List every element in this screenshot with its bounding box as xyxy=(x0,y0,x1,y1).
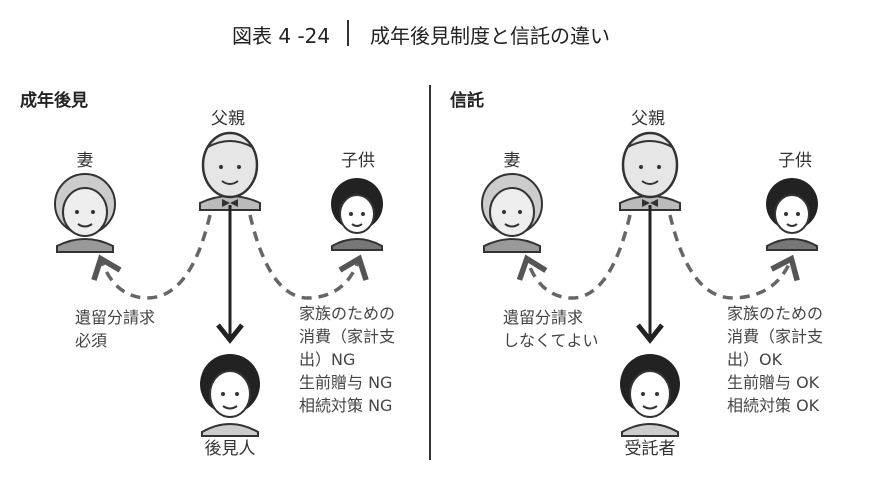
dashed-arrow-to-wife xyxy=(516,214,632,300)
note-line: 必須 xyxy=(75,331,108,350)
panel-heading: 成年後見 xyxy=(20,91,88,111)
guardian-label: 後見人 xyxy=(204,439,256,459)
child-note: 家族のための 消費（家計支 出）OK 生前贈与 OK 相続対策 OK xyxy=(727,302,823,417)
child-icon xyxy=(765,177,819,251)
father-label: 父親 xyxy=(211,109,245,129)
note-line: 相続対策 OK xyxy=(727,396,820,415)
guardian-icon xyxy=(199,353,261,437)
panel-heading: 信託 xyxy=(450,91,484,111)
wife-icon xyxy=(481,173,543,253)
note-line: 生前贈与 OK xyxy=(727,373,820,392)
child-icon xyxy=(330,177,384,251)
note-line: しなくてよい xyxy=(503,331,599,350)
dashed-arrow-to-wife xyxy=(91,214,212,300)
figure-title: 成年後見制度と信託の違い xyxy=(370,24,610,48)
trustee-icon xyxy=(619,353,681,437)
father-icon xyxy=(198,131,262,212)
child-label: 子供 xyxy=(341,151,375,171)
dashed-arrow-to-child xyxy=(248,214,369,300)
father-label: 父親 xyxy=(631,109,665,129)
title-divider xyxy=(347,20,349,46)
panel-divider xyxy=(429,85,431,460)
note-line: 出）NG xyxy=(299,350,356,369)
wife-label: 妻 xyxy=(76,151,94,171)
note-line: 出）OK xyxy=(727,350,783,369)
wife-note: 遺留分請求 しなくてよい xyxy=(503,306,599,352)
wife-label: 妻 xyxy=(503,151,521,171)
father-icon xyxy=(618,131,682,212)
note-line: 遺留分請求 xyxy=(503,308,584,327)
child-note: 家族のための 消費（家計支 出）NG 生前贈与 NG 相続対策 NG xyxy=(299,302,395,417)
right-panel-graphics xyxy=(481,131,819,437)
wife-note: 遺留分請求 必須 xyxy=(75,306,155,352)
trustee-label: 受託者 xyxy=(624,439,676,459)
child-label: 子供 xyxy=(778,151,812,171)
left-panel-graphics xyxy=(54,131,384,437)
note-line: 消費（家計支 xyxy=(299,327,396,346)
note-line: 相続対策 NG xyxy=(299,396,393,415)
wife-icon xyxy=(54,173,116,253)
note-line: 家族のための xyxy=(727,304,824,323)
dashed-arrow-to-child xyxy=(668,214,800,300)
note-line: 遺留分請求 xyxy=(75,308,156,327)
note-line: 消費（家計支 xyxy=(727,327,824,346)
note-line: 生前贈与 NG xyxy=(299,373,393,392)
figure-number: 図表 4 -24 xyxy=(232,24,331,48)
note-line: 家族のための xyxy=(299,304,396,323)
